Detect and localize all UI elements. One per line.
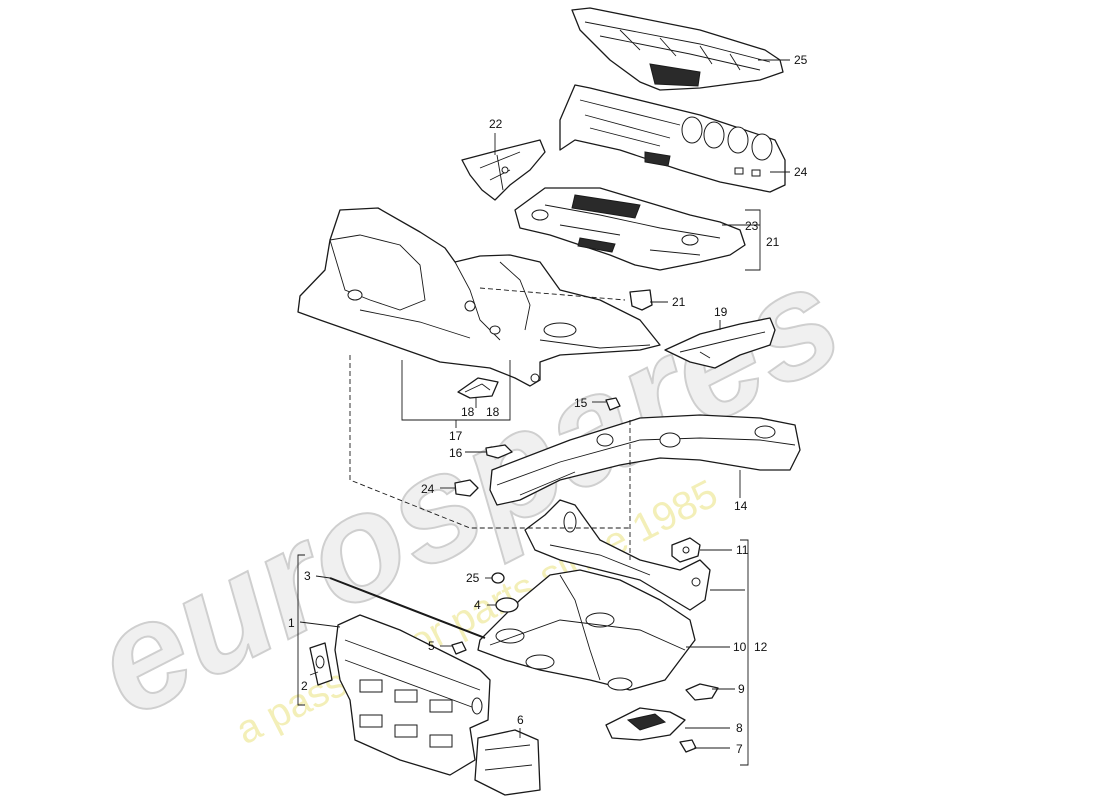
part-13-longitudinal-member[interactable] — [489, 414, 801, 506]
callout-11[interactable]: 11 — [736, 543, 749, 557]
part-20-firewall-assembly[interactable] — [514, 187, 746, 271]
part-25-grommet[interactable] — [491, 572, 505, 584]
part-4-plug[interactable] — [495, 597, 519, 613]
assembly-guides — [349, 287, 631, 560]
callout-12[interactable]: 12 — [754, 640, 768, 654]
callout-23[interactable]: 25 — [794, 53, 808, 67]
part-17-bracket[interactable] — [457, 377, 499, 399]
callout-19[interactable]: 21 — [672, 295, 686, 309]
part-10-rear-floor[interactable] — [477, 499, 711, 691]
callout-20[interactable]: 21 — [766, 235, 780, 249]
callout-21-upper[interactable]: 22 — [489, 117, 503, 131]
part-16-front-floor[interactable] — [297, 207, 661, 387]
callout-15[interactable]: 16 — [449, 446, 463, 460]
callout-16[interactable]: 17 — [449, 429, 463, 443]
part-22-dashboard-panel[interactable] — [559, 84, 786, 193]
part-8-tray[interactable] — [605, 707, 686, 741]
callout-14[interactable]: 15 — [574, 396, 588, 410]
part-24-bracket[interactable] — [454, 479, 479, 497]
callout-7[interactable]: 7 — [736, 742, 743, 756]
callout-9[interactable]: 9 — [738, 682, 745, 696]
part-9-clip[interactable] — [685, 683, 719, 701]
part-23-cowl-panel[interactable] — [571, 7, 784, 91]
callout-5[interactable]: 5 — [428, 639, 435, 653]
callout-8[interactable]: 8 — [736, 721, 743, 735]
callout-1[interactable]: 1 — [288, 616, 295, 630]
callout-4[interactable]: 4 — [474, 598, 481, 612]
callout-17[interactable]: 18 — [461, 405, 475, 419]
part-21-bracket[interactable] — [461, 139, 546, 201]
callout-18-floor[interactable]: 18 — [486, 405, 500, 419]
callouts: 25 24 22 23 21 21 19 18 18 17 15 16 14 2… — [288, 53, 808, 756]
part-1-front-panel[interactable] — [334, 614, 491, 776]
callout-22[interactable]: 24 — [794, 165, 808, 179]
callout-2[interactable]: 2 — [301, 679, 308, 693]
part-3-rod[interactable] — [329, 577, 486, 639]
part-19-clip[interactable] — [629, 289, 653, 311]
callout-6[interactable]: 6 — [517, 713, 524, 727]
callout-24[interactable]: 24 — [421, 482, 435, 496]
callout-25[interactable]: 25 — [466, 571, 480, 585]
part-7-clip[interactable] — [679, 739, 697, 753]
part-6-cover[interactable] — [474, 729, 541, 796]
callout-10[interactable]: 10 — [733, 640, 747, 654]
leader-lines — [297, 59, 790, 766]
callout-18-side[interactable]: 19 — [714, 305, 728, 319]
part-14-clip[interactable] — [605, 397, 621, 411]
callout-21-lower[interactable]: 23 — [745, 219, 759, 233]
callout-3[interactable]: 3 — [304, 569, 311, 583]
part-2-bracket[interactable] — [309, 642, 333, 686]
part-5-clip[interactable] — [451, 641, 467, 655]
part-11-bracket[interactable] — [671, 537, 701, 563]
part-15-clip[interactable] — [485, 444, 513, 459]
callout-13[interactable]: 14 — [734, 499, 748, 513]
